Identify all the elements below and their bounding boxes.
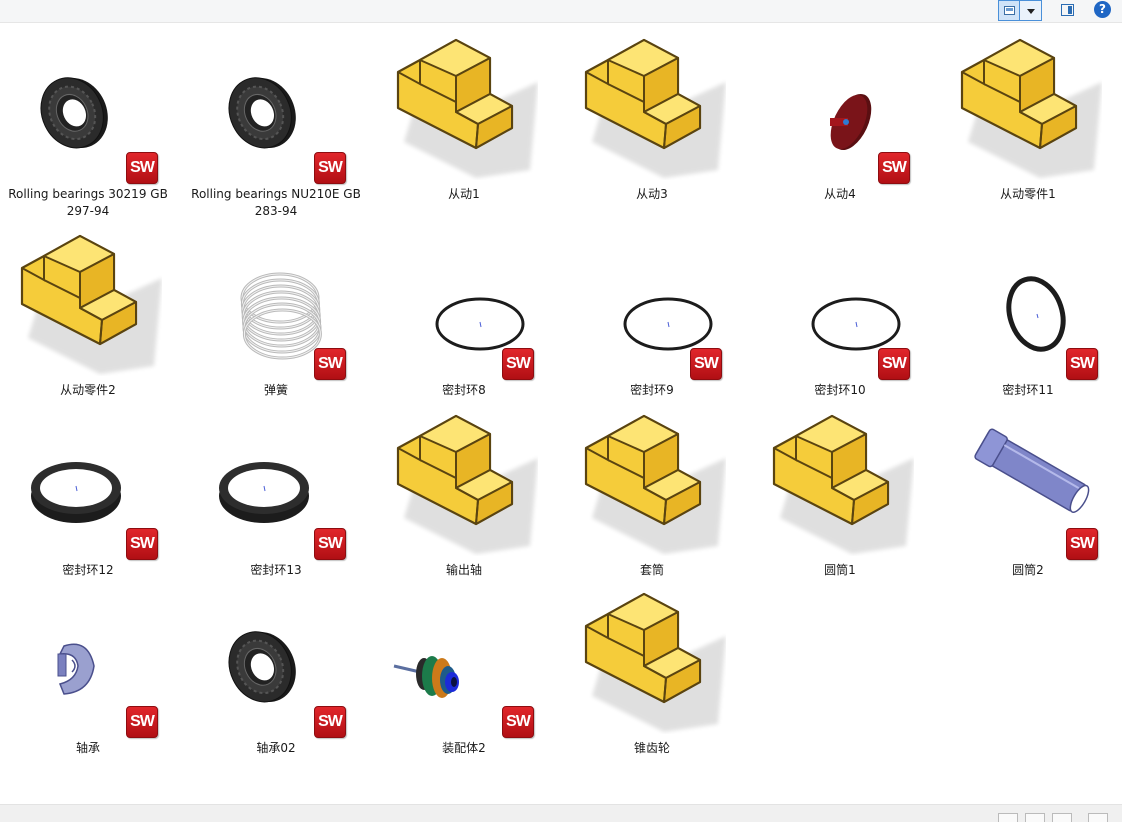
file-name-label: 套筒 xyxy=(639,563,664,577)
file-name-label: 输出轴 xyxy=(445,563,482,577)
model-thumbnail-icon xyxy=(14,32,162,182)
file-name-label: Rolling bearings 30219 GB 297-94 xyxy=(8,187,168,218)
chevron-down-icon xyxy=(1027,9,1035,14)
status-icon[interactable] xyxy=(1025,813,1045,822)
part-thumbnail-icon xyxy=(390,406,538,556)
solidworks-badge-icon: SW xyxy=(126,706,158,738)
file-name-label: 从动1 xyxy=(448,187,480,201)
solidworks-badge-icon: SW xyxy=(126,152,158,184)
solidworks-badge-icon: SW xyxy=(1066,528,1098,560)
file-name-label: 轴承 xyxy=(75,741,100,755)
model-thumbnail-icon xyxy=(202,586,350,736)
file-item[interactable]: SW 从动4 xyxy=(746,22,934,201)
file-item[interactable]: 圆筒1 xyxy=(746,398,934,577)
toolbar: ? xyxy=(0,0,1122,23)
solidworks-badge-icon: SW xyxy=(1066,348,1098,380)
file-name-label: 圆筒1 xyxy=(824,563,856,577)
file-item[interactable]: 从动零件1 xyxy=(934,22,1122,201)
file-item[interactable]: 套筒 xyxy=(558,398,746,577)
file-name-label: 锥齿轮 xyxy=(633,741,670,755)
file-item[interactable]: SW 密封环13 xyxy=(182,398,370,577)
file-item[interactable]: SW 装配体2 xyxy=(370,576,558,755)
file-name-label: 从动4 xyxy=(824,187,856,201)
file-name-label: 密封环10 xyxy=(814,383,866,397)
help-icon[interactable]: ? xyxy=(1094,1,1111,18)
file-item[interactable]: 输出轴 xyxy=(370,398,558,577)
solidworks-badge-icon: SW xyxy=(878,152,910,184)
model-thumbnail-icon xyxy=(390,586,538,736)
file-name-label: 从动零件1 xyxy=(1000,187,1056,201)
model-thumbnail-icon xyxy=(202,408,350,558)
file-name-label: 从动零件2 xyxy=(60,383,116,397)
status-bar xyxy=(0,804,1122,822)
solidworks-badge-icon: SW xyxy=(314,348,346,380)
file-name-label: 密封环8 xyxy=(442,383,486,397)
part-thumbnail-icon xyxy=(14,226,162,376)
file-name-label: 弹簧 xyxy=(263,383,288,397)
model-thumbnail-icon xyxy=(954,408,1102,558)
part-thumbnail-icon xyxy=(766,406,914,556)
model-thumbnail-icon xyxy=(766,228,914,378)
part-thumbnail-icon xyxy=(578,30,726,180)
file-item[interactable]: SW 密封环9 xyxy=(558,218,746,397)
file-item[interactable]: 从动1 xyxy=(370,22,558,201)
part-thumbnail-icon xyxy=(390,30,538,180)
model-thumbnail-icon xyxy=(14,408,162,558)
file-item[interactable]: SW 轴承 xyxy=(0,576,182,755)
status-icon[interactable] xyxy=(1088,813,1108,822)
file-name-label: 密封环12 xyxy=(62,563,114,577)
part-thumbnail-icon xyxy=(954,30,1102,180)
file-item[interactable]: SW 密封环8 xyxy=(370,218,558,397)
preview-pane-icon[interactable] xyxy=(1058,0,1078,21)
file-item[interactable]: SW 密封环11 xyxy=(934,218,1122,397)
status-icon[interactable] xyxy=(1052,813,1072,822)
file-item[interactable]: 锥齿轮 xyxy=(558,576,746,755)
solidworks-badge-icon: SW xyxy=(126,528,158,560)
file-item[interactable]: 从动3 xyxy=(558,22,746,201)
file-item[interactable]: SW 弹簧 xyxy=(182,218,370,397)
solidworks-badge-icon: SW xyxy=(690,348,722,380)
solidworks-badge-icon: SW xyxy=(878,348,910,380)
model-thumbnail-icon xyxy=(766,32,914,182)
file-name-label: 装配体2 xyxy=(442,741,486,755)
file-name-label: 轴承02 xyxy=(256,741,296,755)
file-name-label: Rolling bearings NU210E GB 283-94 xyxy=(191,187,361,218)
solidworks-badge-icon: SW xyxy=(502,706,534,738)
file-name-label: 密封环9 xyxy=(630,383,674,397)
part-thumbnail-icon xyxy=(578,584,726,734)
file-name-label: 圆筒2 xyxy=(1012,563,1044,577)
file-item[interactable]: SW 轴承02 xyxy=(182,576,370,755)
status-icon[interactable] xyxy=(998,813,1018,822)
solidworks-badge-icon: SW xyxy=(314,152,346,184)
model-thumbnail-icon xyxy=(202,228,350,378)
model-thumbnail-icon xyxy=(390,228,538,378)
model-thumbnail-icon xyxy=(14,586,162,736)
part-thumbnail-icon xyxy=(578,406,726,556)
file-name-label: 密封环13 xyxy=(250,563,302,577)
large-icons-view-icon[interactable] xyxy=(998,0,1020,21)
model-thumbnail-icon xyxy=(202,32,350,182)
solidworks-badge-icon: SW xyxy=(502,348,534,380)
file-item[interactable]: SW 密封环12 xyxy=(0,398,182,577)
solidworks-badge-icon: SW xyxy=(314,528,346,560)
file-name-label: 从动3 xyxy=(636,187,668,201)
solidworks-badge-icon: SW xyxy=(314,706,346,738)
model-thumbnail-icon xyxy=(578,228,726,378)
file-item[interactable]: SW 密封环10 xyxy=(746,218,934,397)
file-item[interactable]: SW 圆筒2 xyxy=(934,398,1122,577)
file-name-label: 密封环11 xyxy=(1002,383,1054,397)
view-options-dropdown[interactable] xyxy=(1020,0,1042,21)
model-thumbnail-icon xyxy=(954,228,1102,378)
file-item[interactable]: 从动零件2 xyxy=(0,218,182,397)
